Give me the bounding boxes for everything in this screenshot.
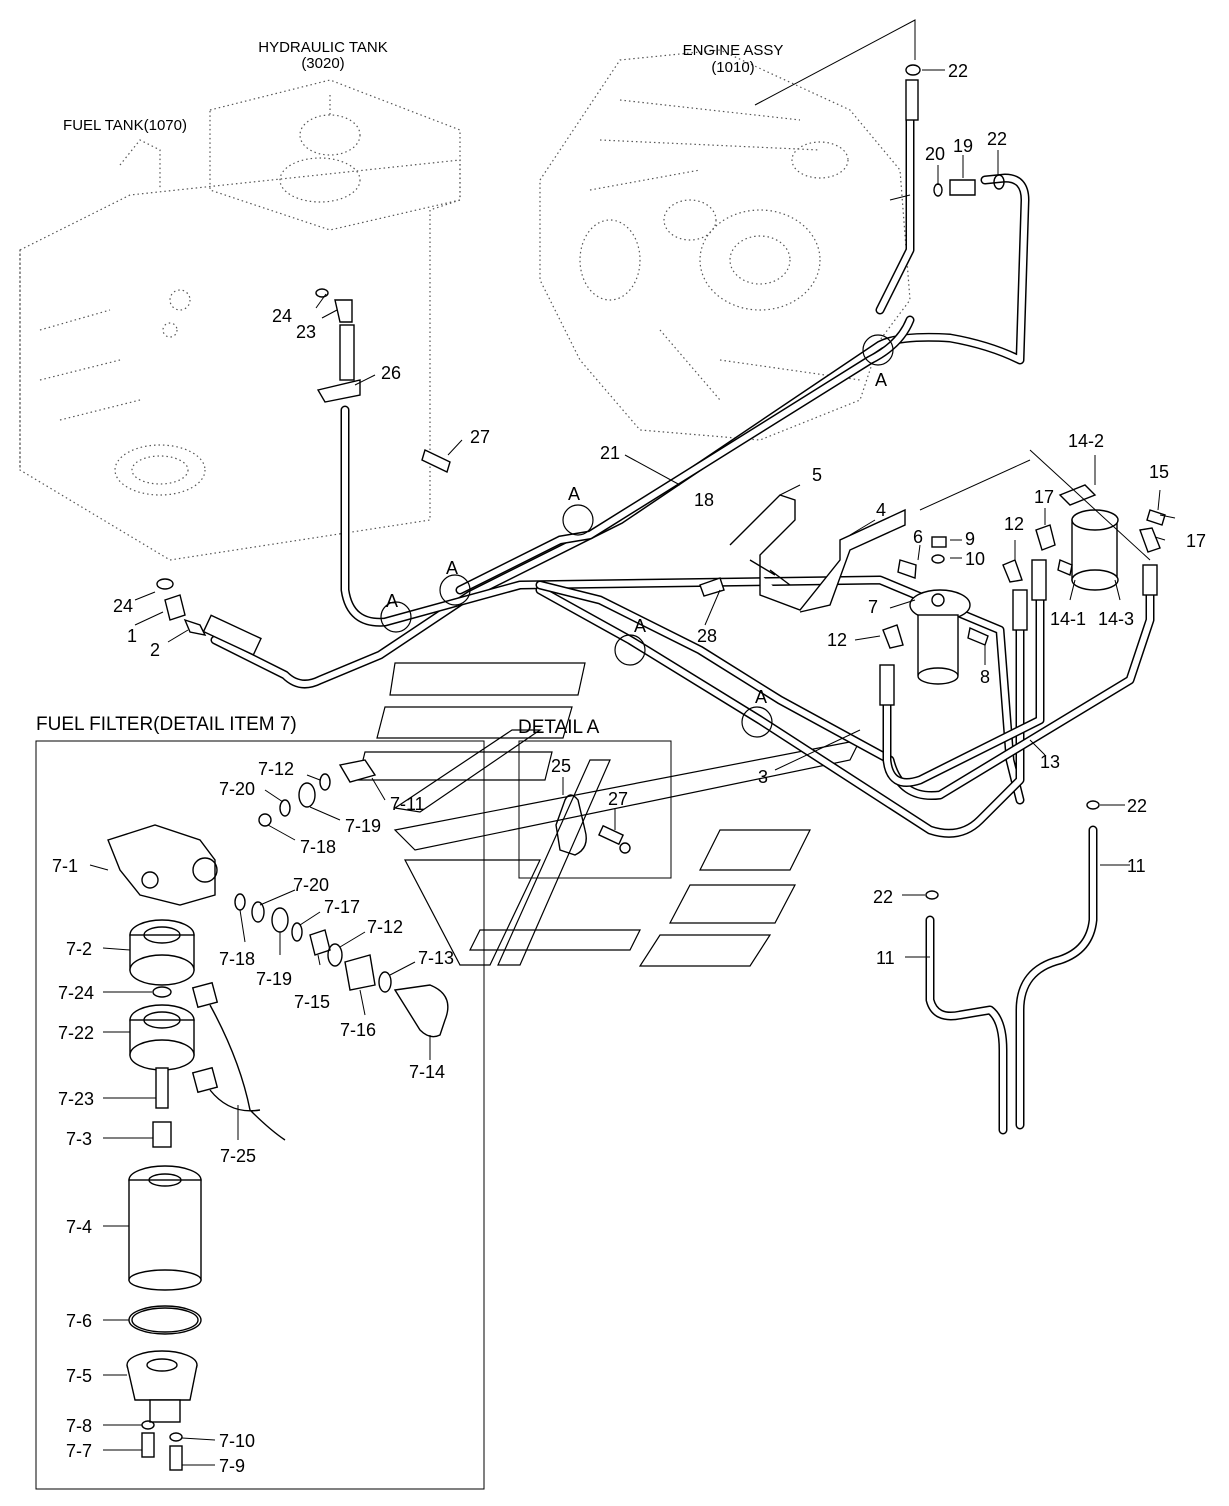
callout-7-5: 7-5	[66, 1366, 92, 1386]
callout-7-18: 7-18	[219, 949, 255, 969]
section-letters: A A A A A A	[386, 370, 887, 707]
callout-11: 11	[1127, 856, 1146, 876]
section-letter-a: A	[386, 591, 398, 611]
callout-11: 11	[876, 948, 895, 968]
section-letter-a: A	[755, 687, 767, 707]
detail-a-inset: DETAIL A 25 27	[518, 717, 672, 879]
callout-9: 9	[965, 529, 975, 549]
leader-lines	[134, 19, 1176, 958]
callout-17: 17	[1186, 531, 1206, 551]
callout-7-12: 7-12	[258, 759, 294, 779]
callout-23: 23	[296, 322, 316, 342]
callout-7-10: 7-10	[219, 1431, 255, 1451]
callout-22: 22	[987, 129, 1007, 149]
callout-14-3: 14-3	[1098, 609, 1134, 629]
callout-7-20: 7-20	[219, 779, 255, 799]
callout-24: 24	[113, 596, 133, 616]
callout-7-17: 7-17	[324, 897, 360, 917]
callout-7-15: 7-15	[294, 992, 330, 1012]
callout-12: 12	[827, 630, 847, 650]
fuel-filter-leaders	[89, 774, 431, 1466]
callout-24: 24	[272, 306, 292, 326]
callout-1: 1	[127, 626, 137, 646]
fuel-lines	[210, 85, 1155, 1135]
callout-22: 22	[1127, 796, 1147, 816]
components	[156, 64, 1166, 900]
hydraulic-tank-caption-1: HYDRAULIC TANK	[258, 39, 387, 56]
callout-17: 17	[1034, 487, 1054, 507]
callout-7-2: 7-2	[66, 939, 92, 959]
callout-15: 15	[1149, 462, 1169, 482]
callout-26: 26	[381, 363, 401, 383]
part-callouts: 22 20 19 22 24 23 26 27 21 18 5 4 14-2 1…	[113, 61, 1206, 968]
fuel-filter-title: FUEL FILTER(DETAIL ITEM 7)	[36, 714, 297, 735]
callout-12: 12	[1004, 514, 1024, 534]
callout-7: 7	[868, 597, 878, 617]
fuel-filter-callouts: 7-1 7-2 7-24 7-22 7-23 7-3 7-4 7-6 7-5 7…	[52, 759, 454, 1476]
callout-7-25: 7-25	[220, 1146, 256, 1166]
callout-14-2: 14-2	[1068, 431, 1104, 451]
detail-a-title: DETAIL A	[518, 717, 600, 738]
captions: HYDRAULIC TANK (3020) ENGINE ASSY (1010)…	[63, 39, 783, 134]
callout-7-22: 7-22	[58, 1023, 94, 1043]
detail-callout-27: 27	[608, 789, 628, 809]
fuel-tank-caption: FUEL TANK(1070)	[63, 117, 187, 134]
section-circles	[380, 334, 894, 738]
section-letter-a: A	[875, 370, 887, 390]
callout-10: 10	[965, 549, 985, 569]
callout-7-20: 7-20	[293, 875, 329, 895]
callout-22: 22	[948, 61, 968, 81]
callout-7-1: 7-1	[52, 856, 78, 876]
hydraulic-tank-outline	[209, 79, 461, 231]
callout-7-12: 7-12	[367, 917, 403, 937]
callout-5: 5	[812, 465, 822, 485]
section-letter-a: A	[568, 484, 580, 504]
callout-28: 28	[697, 626, 717, 646]
engine-assy-caption-2: (1010)	[711, 59, 754, 76]
watermark-logo	[357, 662, 862, 967]
callout-7-8: 7-8	[66, 1416, 92, 1436]
callout-7-7: 7-7	[66, 1441, 92, 1461]
callout-3: 3	[758, 767, 768, 787]
callout-7-16: 7-16	[340, 1020, 376, 1040]
engine-assy-caption-1: ENGINE ASSY	[683, 42, 784, 59]
callout-7-11: 7-11	[390, 794, 425, 814]
callout-22: 22	[873, 887, 893, 907]
fuel-tank-outline	[19, 139, 461, 561]
callout-7-6: 7-6	[66, 1311, 92, 1331]
callout-7-24: 7-24	[58, 983, 94, 1003]
callout-19: 19	[953, 136, 973, 156]
callout-7-19: 7-19	[256, 969, 292, 989]
callout-7-9: 7-9	[219, 1456, 245, 1476]
section-letter-a: A	[634, 616, 646, 636]
callout-13: 13	[1040, 752, 1060, 772]
fuel-filter-inset: FUEL FILTER(DETAIL ITEM 7)	[35, 714, 485, 1490]
section-letter-a: A	[446, 558, 458, 578]
callout-2: 2	[150, 640, 160, 660]
callout-21: 21	[600, 443, 620, 463]
callout-8: 8	[980, 667, 990, 687]
callout-20: 20	[925, 144, 945, 164]
hydraulic-tank-caption-2: (3020)	[301, 55, 344, 72]
callout-7-18: 7-18	[300, 837, 336, 857]
callout-14-1: 14-1	[1050, 609, 1086, 629]
callout-7-23: 7-23	[58, 1089, 94, 1109]
callout-18: 18	[694, 490, 714, 510]
callout-7-14: 7-14	[409, 1062, 445, 1082]
callout-7-19: 7-19	[345, 816, 381, 836]
callout-27: 27	[470, 427, 490, 447]
callout-4: 4	[876, 500, 886, 520]
callout-6: 6	[913, 527, 923, 547]
callout-7-3: 7-3	[66, 1129, 92, 1149]
callout-7-4: 7-4	[66, 1217, 92, 1237]
fuel-filter-parts	[107, 759, 449, 1471]
callout-7-13: 7-13	[418, 948, 454, 968]
engine-assy-outline	[539, 49, 911, 441]
detail-callout-25: 25	[551, 756, 571, 776]
